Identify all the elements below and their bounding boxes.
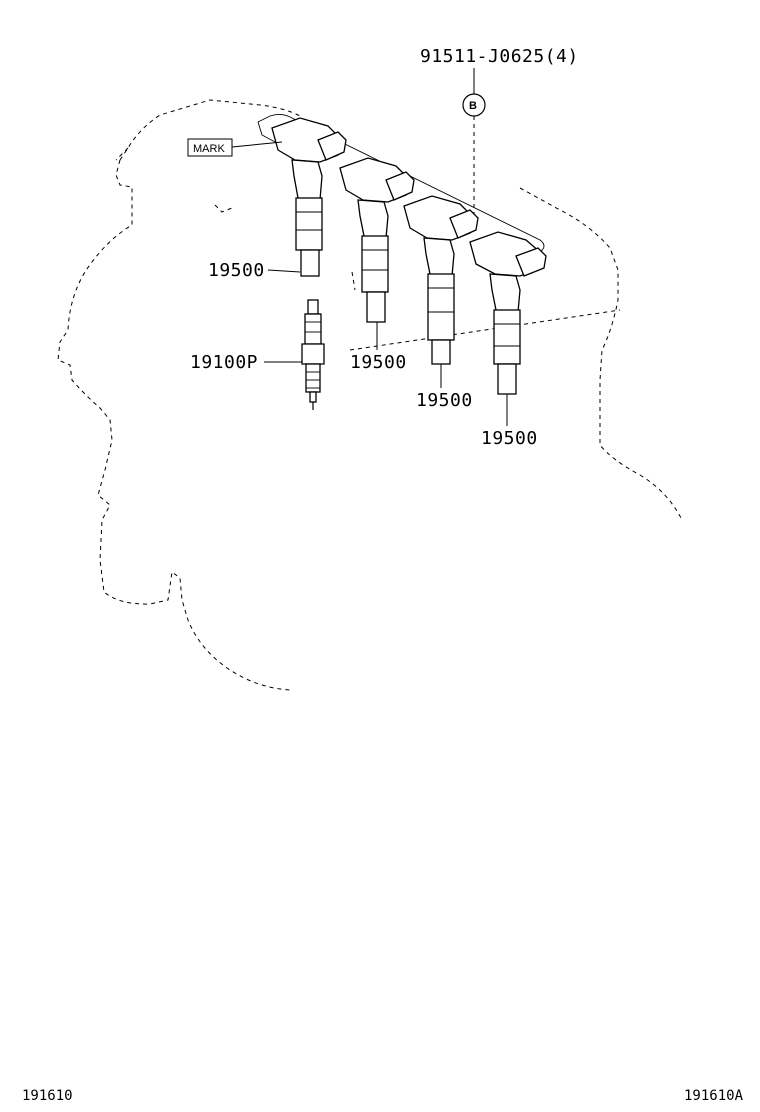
ignition-coil-4[interactable] (469, 231, 547, 395)
bolt-part-number[interactable]: 91511-J0625(4) (420, 46, 579, 67)
coil-3-part-number[interactable]: 19500 (416, 390, 473, 411)
spark-plug-callout: 19100P (190, 352, 302, 373)
ignition-coil-3[interactable] (403, 195, 479, 365)
bolt-callout: 91511-J0625(4) B (420, 46, 579, 214)
coil-4-part-number[interactable]: 19500 (481, 428, 538, 449)
coil-2-part-number[interactable]: 19500 (350, 352, 407, 373)
figure-id: 191610A (684, 1088, 744, 1104)
engine-outline (57, 99, 683, 691)
ignition-coil-1[interactable] (271, 117, 347, 277)
mark-box (187, 138, 233, 157)
mark-label: MARK (193, 143, 225, 155)
coil-callouts: 19500 19500 19500 19500 (208, 260, 538, 449)
spark-plug-part-number[interactable]: 19100P (190, 352, 258, 373)
figure-number: 191610 (22, 1088, 73, 1104)
mark-callout: MARK (187, 138, 283, 157)
spark-plug[interactable] (301, 299, 325, 410)
coil-1-part-number[interactable]: 19500 (208, 260, 265, 281)
ignition-coil-2[interactable] (339, 157, 415, 323)
bolt-ref-letter: B (469, 100, 477, 112)
